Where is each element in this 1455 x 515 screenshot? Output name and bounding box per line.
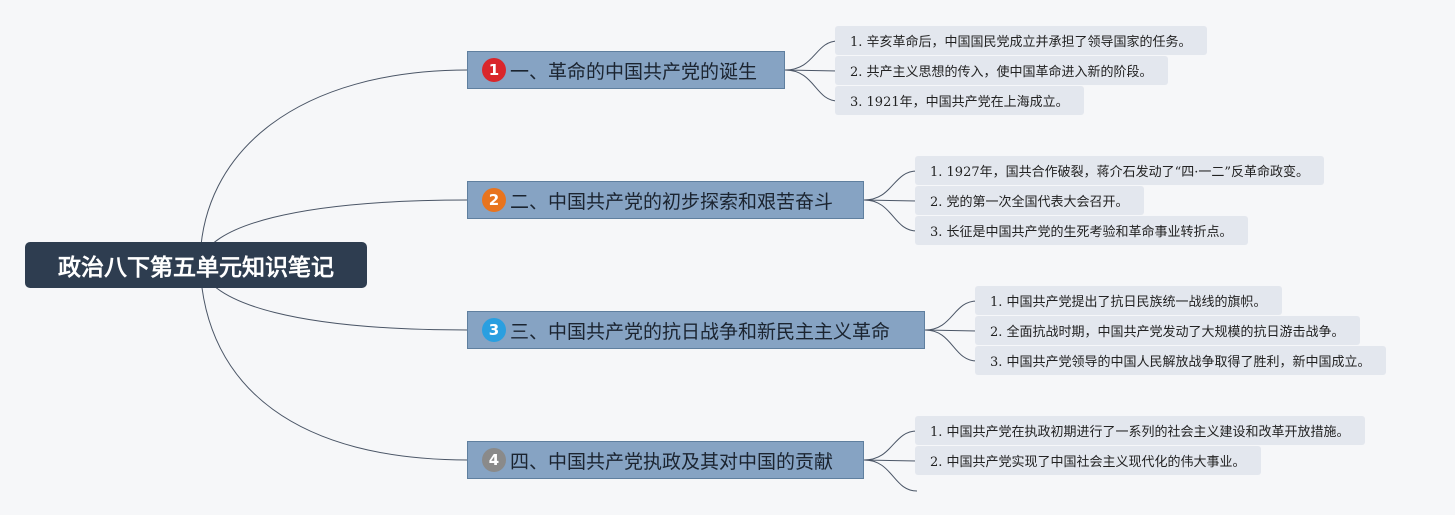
leaf-connector-4-2 [863,459,918,462]
branch-title: 三、中国共产党的抗日战争和新民主主义革命 [510,320,891,343]
leaf-item[interactable]: 1. 辛亥革命后，中国国民党成立并承担了领导国家的任务。 [835,26,1207,55]
leaf-item[interactable]: 3. 长征是中国共产党的生死考验和革命事业转折点。 [915,216,1248,245]
branch-topic-1[interactable]: 1 一、革命的中国共产党的诞生 [467,51,785,89]
leaf-connector-3-1 [924,300,978,331]
leaf-text: 2. 中国共产党实现了中国社会主义现代化的伟大事业。 [930,455,1246,470]
leaf-text: 2. 共产主义思想的传入，使中国革命进入新的阶段。 [850,65,1153,80]
branch-topic-2[interactable]: 2 二、中国共产党的初步探索和艰苦奋斗 [467,181,864,219]
leaf-connector-1-1 [784,40,839,71]
branch-title: 四、中国共产党执政及其对中国的贡献 [510,450,834,473]
leaf-connector-1-3 [784,69,839,102]
leaf-text: 1. 中国共产党提出了抗日民族统一战线的旗帜。 [990,295,1267,310]
leaf-text: 3. 中国共产党领导的中国人民解放战争取得了胜利，新中国成立。 [990,355,1371,370]
leaf-item[interactable]: 3. 中国共产党领导的中国人民解放战争取得了胜利，新中国成立。 [975,346,1386,375]
leaf-item[interactable]: 3. 1921年，中国共产党在上海成立。 [835,86,1084,115]
number-badge-icon: 1 [482,58,506,82]
leaf-text: 3. 长征是中国共产党的生死考验和革命事业转折点。 [930,225,1233,240]
leaf-connector-3-3 [924,329,978,362]
root-title: 政治八下第五单元知识笔记 [58,255,334,281]
number-badge-icon: 4 [482,448,506,472]
leaf-text: 2. 党的第一次全国代表大会召开。 [930,195,1129,210]
leaf-item[interactable]: 2. 党的第一次全国代表大会召开。 [915,186,1144,215]
leaf-connector-2-2 [863,199,918,202]
leaf-connector-1-2 [784,69,839,72]
leaf-item[interactable]: 1. 1927年，国共合作破裂，蒋介石发动了“四·一二”反革命政变。 [915,156,1325,185]
leaf-item[interactable]: 1. 中国共产党提出了抗日民族统一战线的旗帜。 [975,286,1282,315]
leaf-connector-2-3 [863,199,918,232]
root-connector-1 [199,69,469,266]
leaf-item[interactable]: 2. 中国共产党实现了中国社会主义现代化的伟大事业。 [915,446,1261,475]
number-badge-icon: 3 [482,318,506,342]
root-topic[interactable]: 政治八下第五单元知识笔记 [25,242,367,288]
branch-topic-4[interactable]: 4 四、中国共产党执政及其对中国的贡献 [467,441,864,479]
leaf-text: 3. 1921年，中国共产党在上海成立。 [850,95,1069,110]
leaf-connector-2-1 [863,170,918,201]
leaf-text: 1. 1927年，国共合作破裂，蒋介石发动了“四·一二”反革命政变。 [930,165,1310,180]
leaf-text: 1. 辛亥革命后，中国国民党成立并承担了领导国家的任务。 [850,35,1192,50]
leaf-connector-3-2 [924,329,978,332]
leaf-item[interactable]: 1. 中国共产党在执政初期进行了一系列的社会主义建设和改革开放措施。 [915,416,1365,445]
leaf-item[interactable]: 2. 全面抗战时期，中国共产党发动了大规模的抗日游击战争。 [975,316,1360,345]
leaf-connector-4-1 [863,430,918,461]
leaf-item[interactable]: 2. 共产主义思想的传入，使中国革命进入新的阶段。 [835,56,1168,85]
leaf-connector-4-3 [863,459,918,492]
branch-title: 一、革命的中国共产党的诞生 [510,60,758,83]
branch-topic-3[interactable]: 3 三、中国共产党的抗日战争和新民主主义革命 [467,311,925,349]
leaf-text: 1. 中国共产党在执政初期进行了一系列的社会主义建设和改革开放措施。 [930,425,1350,440]
branch-title: 二、中国共产党的初步探索和艰苦奋斗 [510,190,834,213]
root-connector-4 [199,264,469,461]
number-badge-icon: 2 [482,188,506,212]
leaf-text: 2. 全面抗战时期，中国共产党发动了大规模的抗日游击战争。 [990,325,1345,340]
